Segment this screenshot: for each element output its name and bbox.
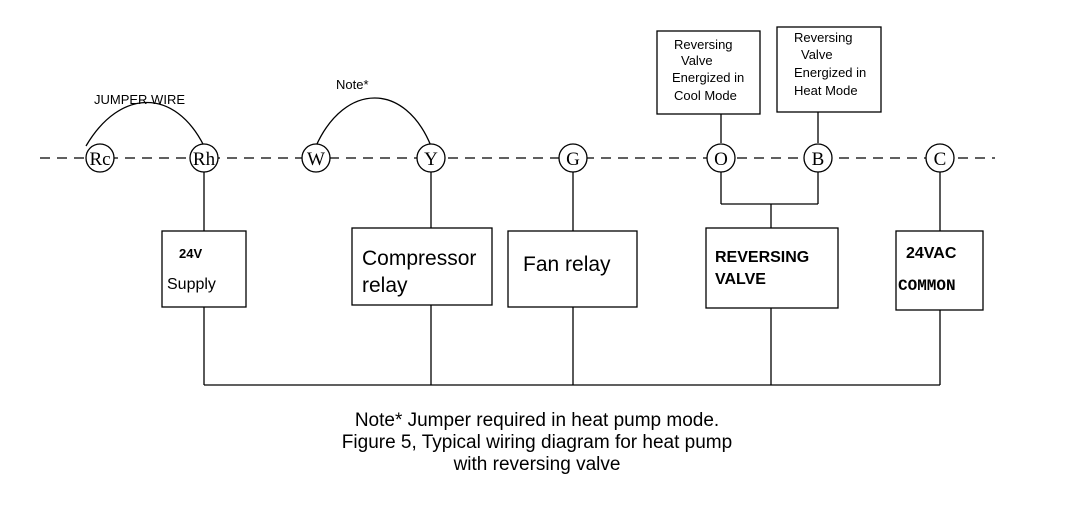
box-24v-supply: 24V Supply <box>161 230 247 308</box>
svg-text:O: O <box>714 149 728 170</box>
terminal-b: B <box>803 143 833 173</box>
terminal-rh: Rh <box>189 143 219 173</box>
svg-text:Fan relay: Fan relay <box>523 253 611 276</box>
svg-text:Rh: Rh <box>193 149 216 170</box>
svg-text:Supply: Supply <box>167 276 216 293</box>
svg-text:B: B <box>812 149 825 170</box>
svg-text:24V: 24V <box>179 246 202 261</box>
note-cool-line-4: Cool Mode <box>674 88 737 103</box>
note-label: Note* <box>336 77 369 92</box>
svg-text:24VAC: 24VAC <box>906 245 957 262</box>
terminal-c: C <box>925 143 955 173</box>
svg-text:VALVE: VALVE <box>715 271 766 288</box>
caption-figure-line: Figure 5, Typical wiring diagram for hea… <box>341 432 733 453</box>
note-cool-line-1: Reversing <box>674 37 733 52</box>
svg-text:COMMON: COMMON <box>898 277 956 295</box>
note-box-heat-mode <box>776 26 882 113</box>
terminal-g: G <box>558 143 588 173</box>
note-box-cool-mode <box>656 30 761 115</box>
svg-text:Rc: Rc <box>89 149 110 170</box>
terminal-o: O <box>706 143 736 173</box>
note-heat-line-2: Valve <box>801 47 833 62</box>
terminal-rc: Rc <box>85 143 115 173</box>
note-heat-line-1: Reversing <box>794 30 853 45</box>
terminal-w: W <box>301 143 331 173</box>
svg-text:relay: relay <box>362 274 408 297</box>
box-fan-relay: Fan relay <box>507 230 638 308</box>
jumper-wire-label: JUMPER WIRE <box>94 92 185 107</box>
terminal-y: Y <box>416 143 446 173</box>
jumper-wire-w-y <box>315 97 432 147</box>
svg-text:Compressor: Compressor <box>362 247 476 270</box>
caption-figure-line-2: with reversing valve <box>453 454 621 475</box>
jumper-wire-rc-rh <box>85 101 205 147</box>
box-reversing-valve: REVERSING VALVE <box>705 227 839 309</box>
svg-text:W: W <box>307 149 325 170</box>
box-24vac-common: 24VAC COMMON <box>895 230 984 311</box>
svg-text:G: G <box>566 149 580 170</box>
svg-text:REVERSING: REVERSING <box>715 249 809 266</box>
svg-text:Y: Y <box>424 149 438 170</box>
box-compressor-relay: Compressor relay <box>351 227 493 306</box>
note-cool-line-2: Valve <box>681 53 713 68</box>
caption-note-line: Note* Jumper required in heat pump mode. <box>354 410 720 431</box>
note-heat-line-3: Energized in <box>794 65 866 80</box>
svg-text:C: C <box>934 149 947 170</box>
note-heat-line-4: Heat Mode <box>794 83 858 98</box>
note-cool-line-3: Energized in <box>672 70 744 85</box>
figure-caption: Note* Jumper required in heat pump mode.… <box>0 410 1074 476</box>
